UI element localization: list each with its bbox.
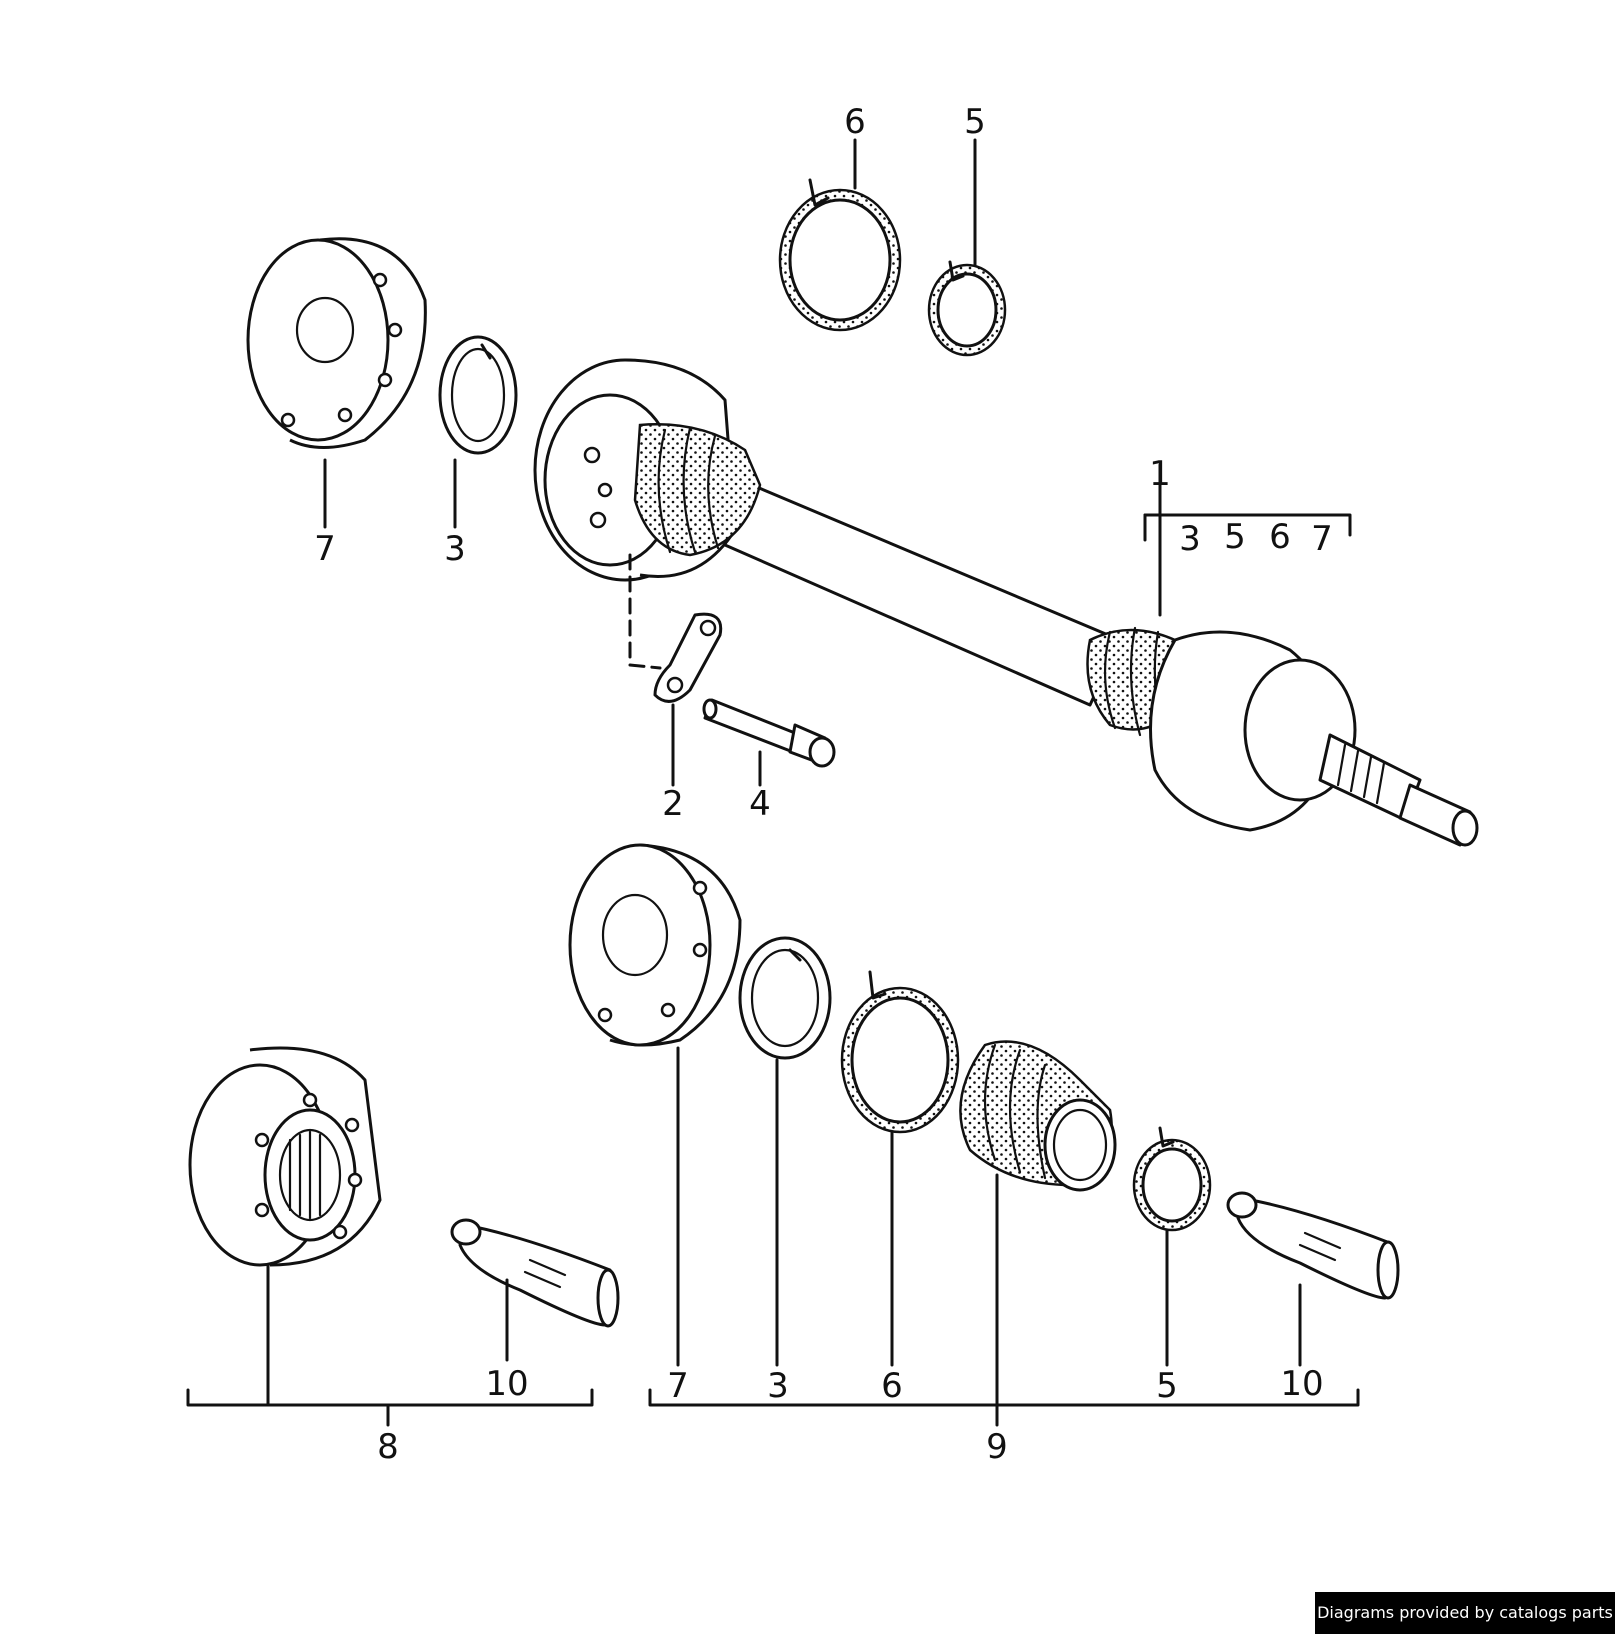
callout-1-sub-5: 5: [1224, 517, 1246, 557]
callout-6-bottom: 6: [881, 1366, 903, 1406]
callout-3-bottom: 3: [767, 1366, 789, 1406]
callout-5-top: 5: [964, 102, 986, 142]
bolt-4: [702, 698, 836, 768]
callout-10-left: 10: [485, 1364, 528, 1404]
callout-1-sub-3: 3: [1179, 519, 1201, 559]
circlip-3-top: [438, 335, 518, 455]
callout-6-top: 6: [844, 102, 866, 142]
callout-1-sub-7: 7: [1311, 519, 1333, 559]
grease-tube-10-left: [450, 1218, 620, 1328]
boot-9: [959, 1040, 1117, 1192]
clamp-6-bottom: [840, 970, 960, 1134]
callout-8: 8: [377, 1427, 399, 1467]
flange-7-bottom: [568, 843, 742, 1047]
clamp-5-bottom: [1132, 1126, 1212, 1232]
callout-1: 1: [1149, 454, 1171, 494]
callout-5-bottom: 5: [1156, 1366, 1178, 1406]
callout-labels: 6 5 7 3 1 3 5 6 7 2 4 10 7 3 6 5 10 8 9: [314, 102, 1333, 1467]
circlip-3-bottom: [738, 936, 832, 1060]
clamp-6-top: [778, 178, 902, 332]
callout-7-top: 7: [314, 529, 336, 569]
callout-7-bottom: 7: [667, 1366, 689, 1406]
lock-plate-2: [628, 553, 723, 703]
callout-9: 9: [986, 1427, 1008, 1467]
cv-joint-8: [188, 1046, 382, 1267]
callout-3-top: 3: [444, 529, 466, 569]
grease-tube-10-right: [1226, 1191, 1400, 1300]
credit-label: Diagrams provided by catalogs parts: [1315, 1592, 1615, 1634]
leader-lines: [186, 138, 1360, 1427]
callout-1-sub-6: 6: [1269, 517, 1291, 557]
drive-shaft-assembly: [533, 358, 1479, 847]
callout-4: 4: [749, 784, 771, 824]
callout-10-right: 10: [1280, 1364, 1323, 1404]
callout-2: 2: [662, 784, 684, 824]
flange-7-top: [246, 237, 427, 449]
clamp-5-top: [927, 260, 1007, 357]
